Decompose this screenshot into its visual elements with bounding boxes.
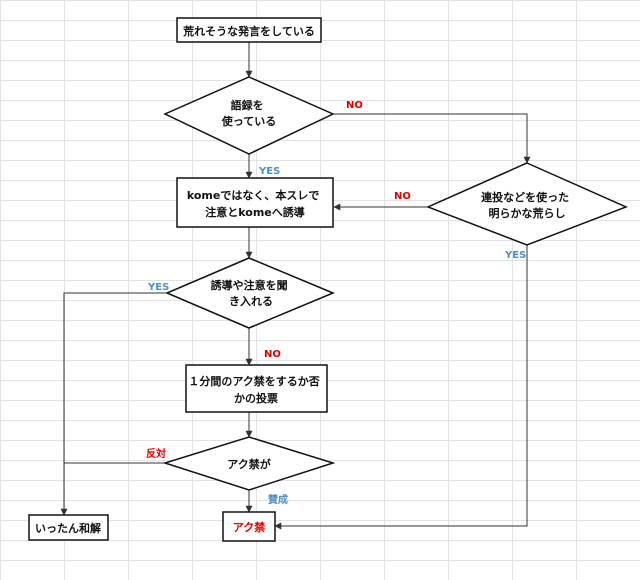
- start-text: 荒れそうな発言をしている: [182, 24, 315, 38]
- node-shapes: [28, 17, 628, 542]
- quote-decision: [163, 76, 335, 155]
- edge-troll-yes-to-ban: [274, 245, 528, 530]
- reconcile-text: いったん和解: [35, 521, 101, 535]
- accept-no-label: NO: [264, 349, 281, 360]
- troll-decision-text: 連投などを使った 明らかな荒らし: [481, 190, 573, 220]
- accept-decision: [165, 257, 335, 329]
- ban-decision: [162, 436, 336, 491]
- approve-label: 賛成: [268, 493, 288, 506]
- warn-box: [176, 177, 334, 228]
- troll-no-label: NO: [394, 191, 411, 202]
- troll-yes-label: YES: [504, 250, 526, 261]
- warn-text: komeではなく、本スレで 注意とkomeへ誘導: [187, 188, 323, 219]
- ban-text: アク禁: [233, 520, 265, 534]
- node-texts: 荒れそうな発言をしている 語録を 使っている komeではなく、本スレで 注意と…: [35, 24, 573, 535]
- vote-box: [185, 364, 328, 413]
- edge-quote-no-to-troll: [333, 113, 531, 164]
- start-box: [176, 17, 322, 43]
- quote-decision-text: 語録を 使っている: [221, 98, 276, 128]
- reconcile-box: [28, 514, 109, 541]
- quote-no-label: NO: [346, 100, 363, 111]
- ban-decision-text: アク禁が: [227, 457, 270, 471]
- oppose-label: 反対: [146, 447, 166, 460]
- accept-decision-text: 誘導や注意を聞 き入れる: [211, 278, 292, 308]
- edge-labels: NO YES NO YES YES NO 反対 賛成: [146, 100, 526, 506]
- troll-decision: [426, 162, 628, 246]
- edges: [60, 42, 531, 530]
- accept-yes-label: YES: [147, 282, 169, 293]
- vote-text: １分間のアク禁をするか否 かの投票: [188, 374, 323, 405]
- quote-yes-label: YES: [258, 166, 280, 177]
- edge-accept-yes-to-reconcile: [60, 292, 167, 516]
- ban-box: [222, 511, 276, 542]
